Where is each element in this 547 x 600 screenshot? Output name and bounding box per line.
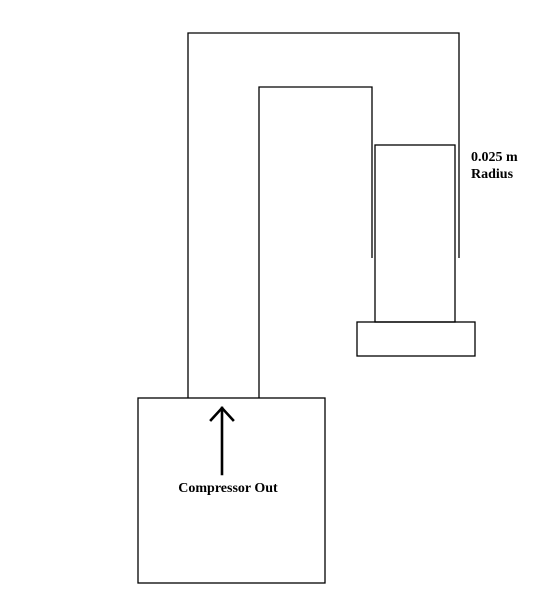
flow-arrow-up-icon <box>209 406 235 476</box>
pipe-outer-wall <box>187 32 460 398</box>
radius-value-label: 0.025 m <box>471 150 518 165</box>
compressor-out-label: Compressor Out <box>178 481 278 496</box>
pipe-inner-wall <box>258 86 373 398</box>
radius-word-label: Radius <box>471 167 514 182</box>
base-plate <box>356 321 476 357</box>
compressor-box <box>137 397 326 584</box>
radius-section-block <box>374 144 456 323</box>
